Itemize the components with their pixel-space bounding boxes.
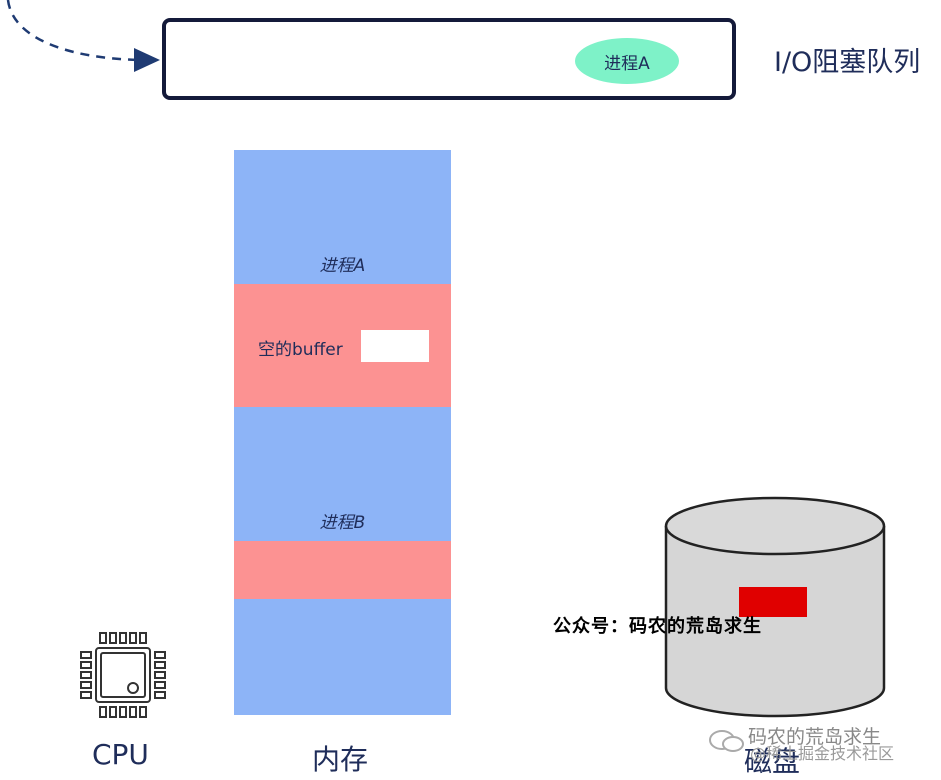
wechat-icon	[709, 730, 744, 752]
disk-data-block	[739, 587, 807, 617]
cpu-chip-icon	[80, 632, 166, 718]
queue-title: I/O阻塞队列	[774, 47, 921, 78]
dashed-arrow	[6, 0, 160, 72]
queue-process-a: 进程A	[575, 38, 679, 84]
memory-caption: 内存	[312, 743, 369, 776]
corner-watermark-line2: @稀土掘金技术社区	[750, 744, 895, 763]
cpu-caption: CPU	[92, 738, 149, 771]
process-b-buffer-region	[234, 541, 451, 599]
process-b-label: 进程B	[319, 513, 366, 533]
queue-process-a-label: 进程A	[604, 53, 650, 74]
process-a-label: 进程A	[319, 256, 366, 276]
buffer-blank-slot	[361, 330, 429, 362]
corner-watermark-line1: 码农的荒岛求生	[748, 726, 882, 748]
memory-column	[234, 150, 451, 715]
public-account-watermark: 公众号：码农的荒岛求生	[553, 616, 762, 637]
disk-caption: 磁盘	[744, 745, 801, 778]
arrow-head-icon	[134, 48, 160, 72]
disk-cylinder-icon	[664, 496, 886, 718]
empty-buffer-label: 空的buffer	[258, 340, 343, 360]
